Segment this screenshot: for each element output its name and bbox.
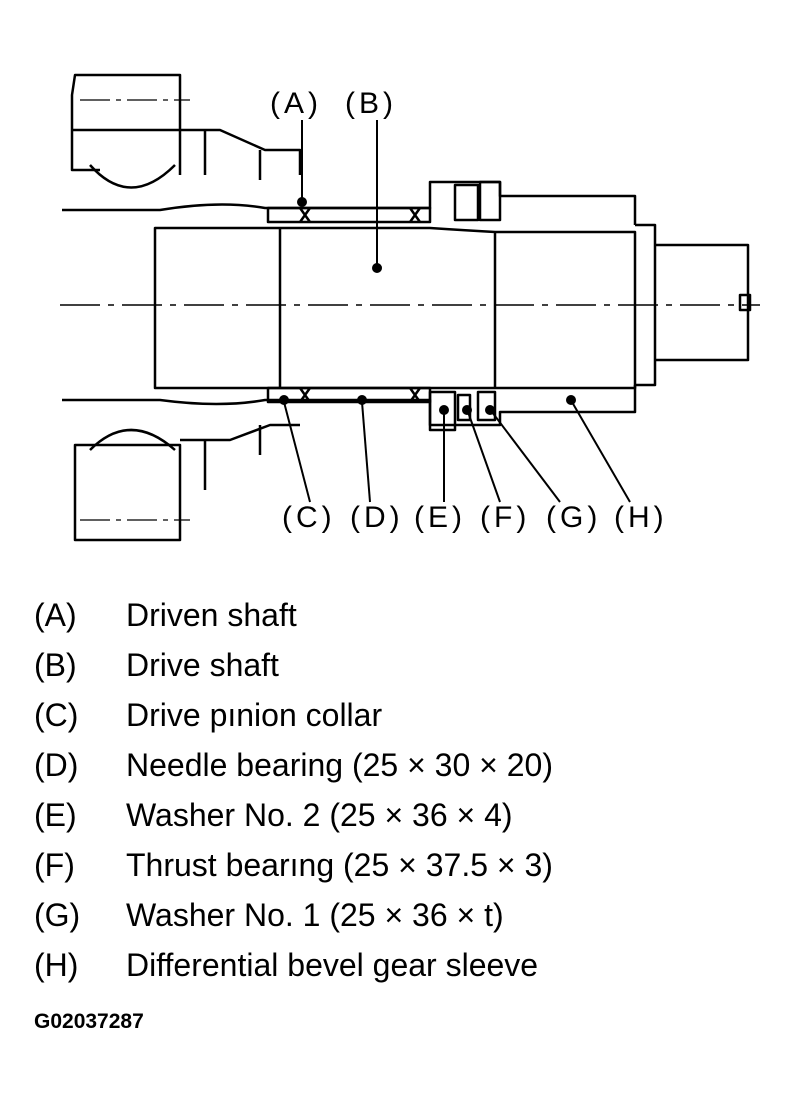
callout-g: (G) [546, 501, 601, 534]
legend-key: (C) [34, 696, 79, 733]
callout-c: (C) [282, 501, 336, 534]
parts-legend: (A) Driven shaft (B) Drive shaft (C) Drive … [34, 590, 774, 990]
legend-key: (E) [34, 796, 77, 833]
legend-row: (D) Needle bearing (25 × 30 × 20) [34, 740, 774, 790]
callout-b: (B) [345, 87, 397, 120]
callout-f: (F) [480, 501, 530, 534]
legend-row: (B) Drive shaft [34, 640, 774, 690]
lower-housing [73, 423, 300, 542]
legend-key: (A) [34, 596, 77, 633]
legend-key: (D) [34, 746, 79, 783]
shaft-output-end [635, 223, 752, 387]
legend-row: (G) Washer No. 1 (25 × 36 × t) [34, 890, 774, 940]
lower-gear [89, 428, 176, 451]
legend-row: (C) Drive pınion collar [34, 690, 774, 740]
legend-key: (B) [34, 646, 77, 683]
callout-d: (D) [350, 501, 404, 534]
upper-housing [70, 73, 302, 175]
driven-shaft-tube [62, 180, 637, 427]
legend-row: (A) Driven shaft [34, 590, 774, 640]
legend-row: (E) Washer No. 2 (25 × 36 × 4) [34, 790, 774, 840]
callout-e: (E) [414, 501, 466, 534]
figure-id: G02037287 [34, 1010, 144, 1033]
callout-a: (A) [270, 87, 322, 120]
washer-1 [476, 390, 497, 422]
shaft-assembly-drawing: (A) (B) (C) (D) (E) (F) (G) (H) [60, 73, 760, 542]
legend-desc: Drive pınion collar [126, 696, 383, 733]
legend-desc: Drive shaft [126, 646, 279, 683]
legend-desc: Needle bearing (25 × 30 × 20) [126, 746, 553, 783]
washer-2 [428, 390, 457, 432]
legend-key: (F) [34, 846, 75, 883]
legend-desc: Washer No. 2 (25 × 36 × 4) [126, 796, 513, 833]
legend-desc: Driven shaft [126, 596, 297, 633]
legend-key: (H) [34, 946, 79, 983]
callout-h: (H) [614, 501, 668, 534]
bearing-top [266, 206, 432, 224]
legend-desc: Washer No. 1 (25 × 36 × t) [126, 896, 504, 933]
legend-desc: Differential bevel gear sleeve [126, 946, 539, 983]
legend-key: (G) [34, 896, 81, 933]
legend-desc: Thrust bearıng (25 × 37.5 × 3) [126, 846, 553, 883]
legend-row: (H) Differential bevel gear sleeve [34, 940, 774, 990]
drive-shaft-body [153, 226, 637, 390]
upper-gear [89, 164, 176, 189]
legend-row: (F) Thrust bearıng (25 × 37.5 × 3) [34, 840, 774, 890]
